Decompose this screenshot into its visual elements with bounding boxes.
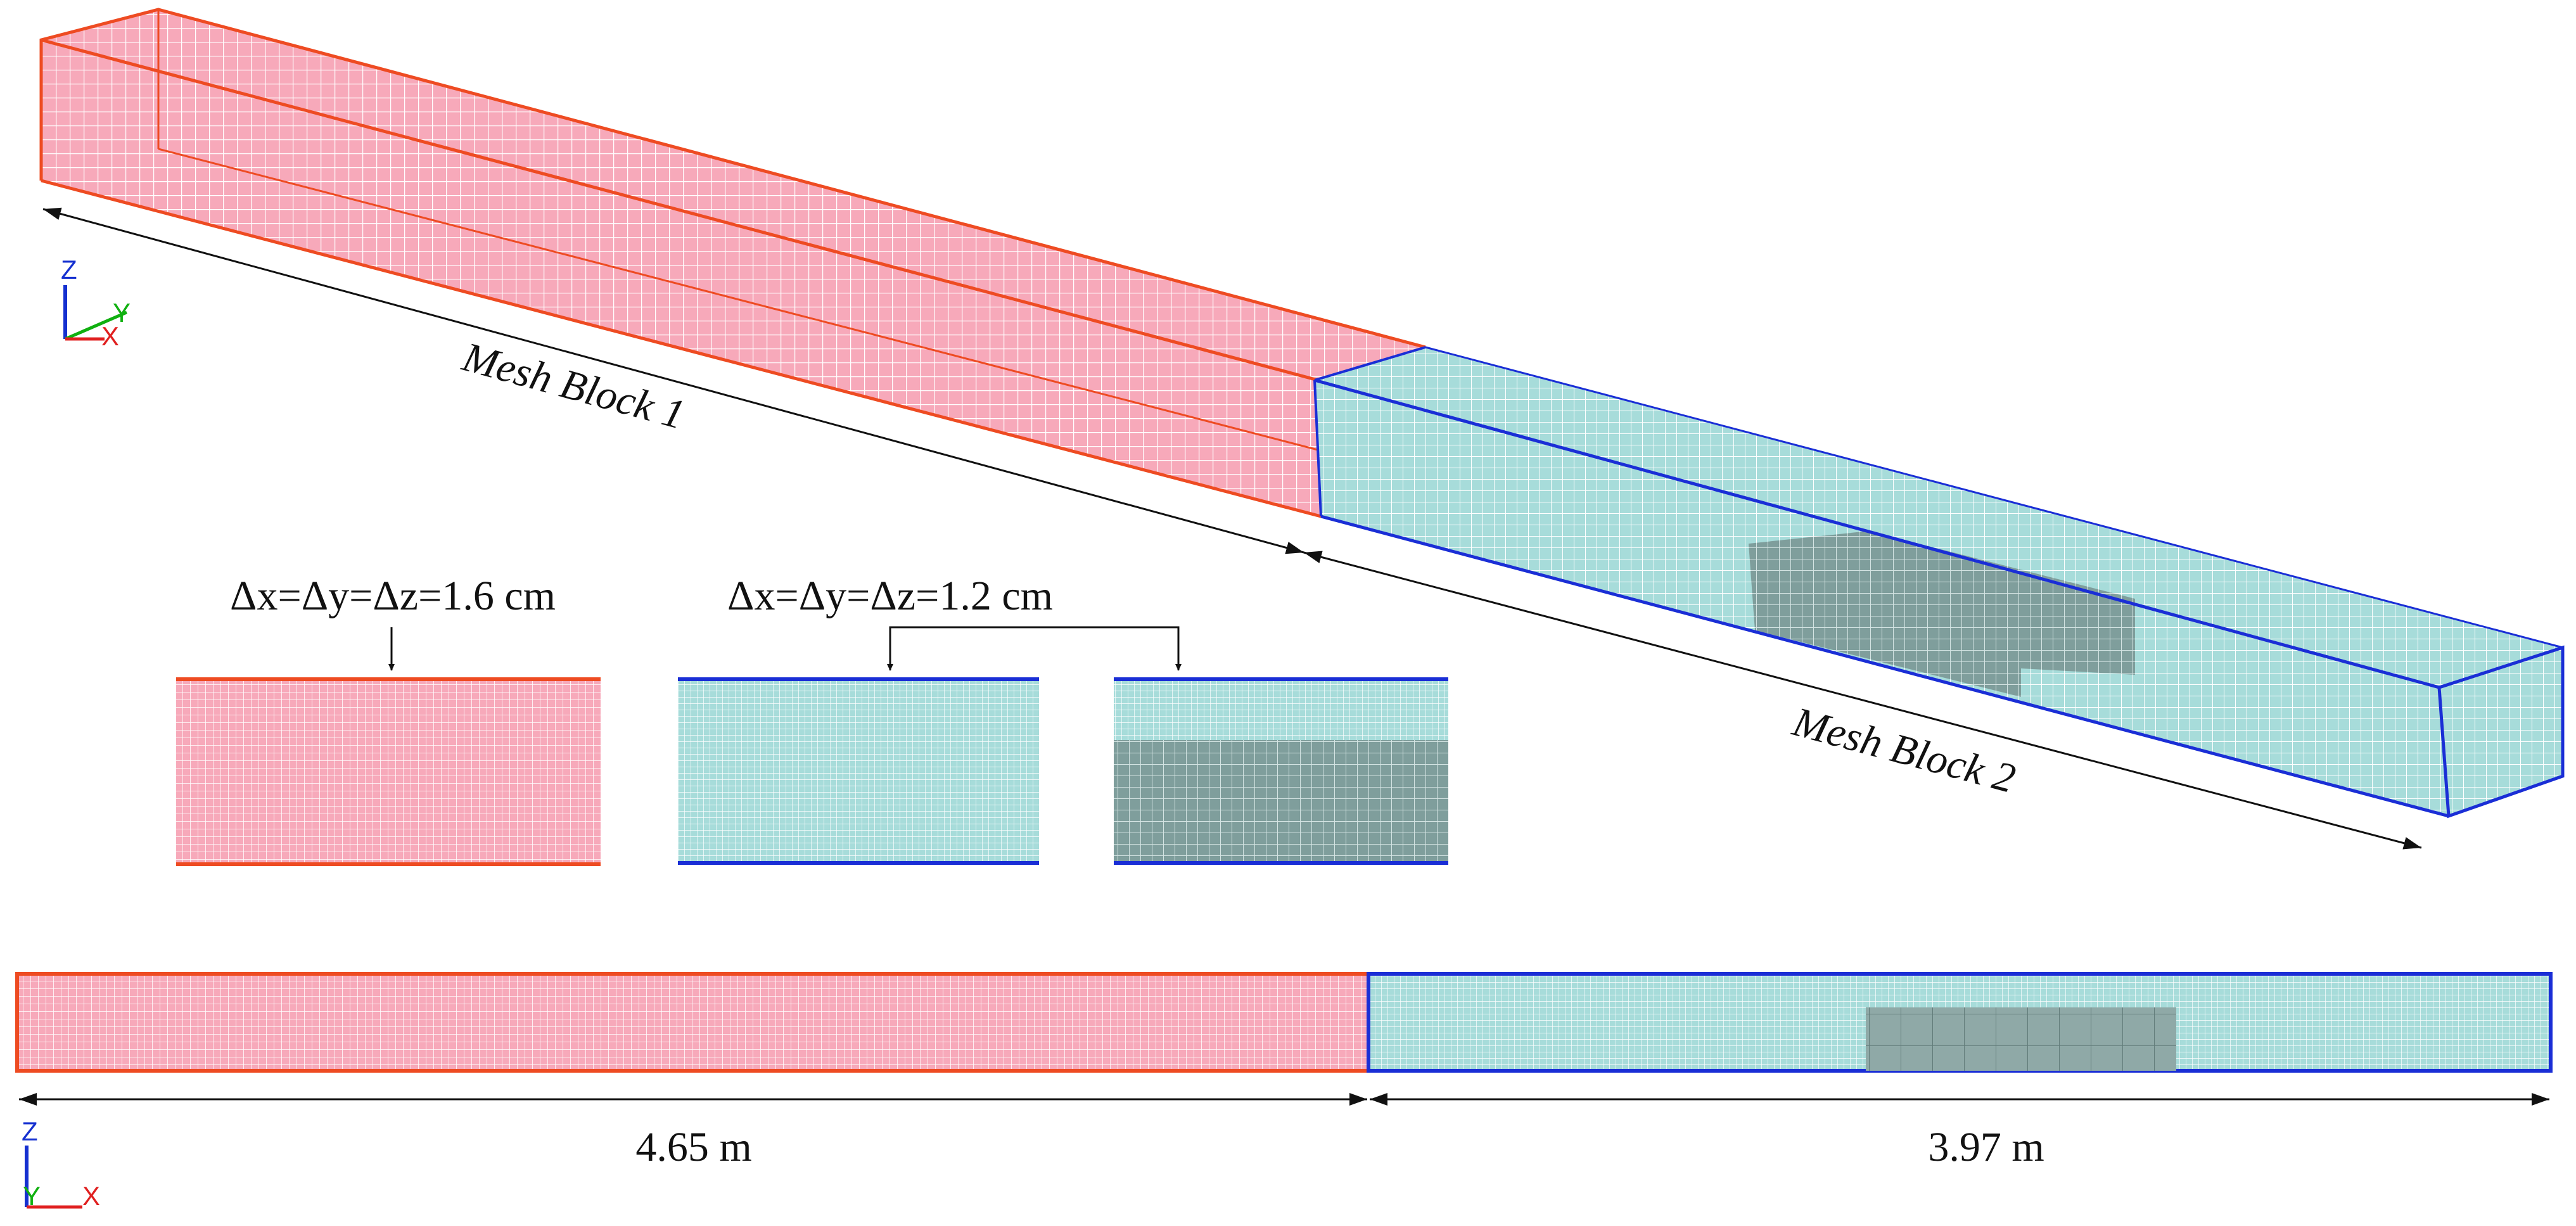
block2-interface-edge <box>1314 346 1426 381</box>
block2-label: Mesh Block 2 <box>1788 698 2020 802</box>
axis-x-letter-side: X <box>82 1181 100 1211</box>
mesh-block-1-3d <box>39 8 1426 518</box>
axis-triad-3d: Z Y X <box>61 255 131 351</box>
block2-end-face <box>2439 648 2563 816</box>
block2-length-arrow <box>1303 551 2422 850</box>
block1-label: Mesh Block 1 <box>457 333 690 438</box>
cross-section-refined-zone <box>1114 740 1448 863</box>
axis-triad-side: Z Y X <box>22 1116 100 1211</box>
block2-edge-interface <box>1313 380 1322 517</box>
axis-z-letter: Z <box>61 255 77 284</box>
spacing2-bracket <box>889 626 1180 670</box>
axis-y-letter: Y <box>113 298 131 328</box>
length-label-block2: 3.97 m <box>1928 1124 2044 1170</box>
spacing-label-block2: Δx=Δy=Δz=1.2 cm <box>727 573 1053 619</box>
axis-z-letter-side: Z <box>22 1116 38 1146</box>
spacing-label-block1: Δx=Δy=Δz=1.6 cm <box>230 573 556 619</box>
block1-edges <box>39 8 1426 349</box>
cross-section-block1 <box>176 679 601 864</box>
axis-y-letter-side: Y <box>23 1181 41 1211</box>
side-view-block1 <box>15 972 1370 1073</box>
side-view-refined-region <box>1866 1007 2176 1071</box>
block1-length-arrow <box>42 207 1304 554</box>
cross-section-block2-coarse <box>678 679 1039 863</box>
block2-end-edges <box>2437 645 2565 819</box>
axis-x-letter: X <box>101 321 119 351</box>
length-label-block1: 4.65 m <box>635 1124 751 1170</box>
